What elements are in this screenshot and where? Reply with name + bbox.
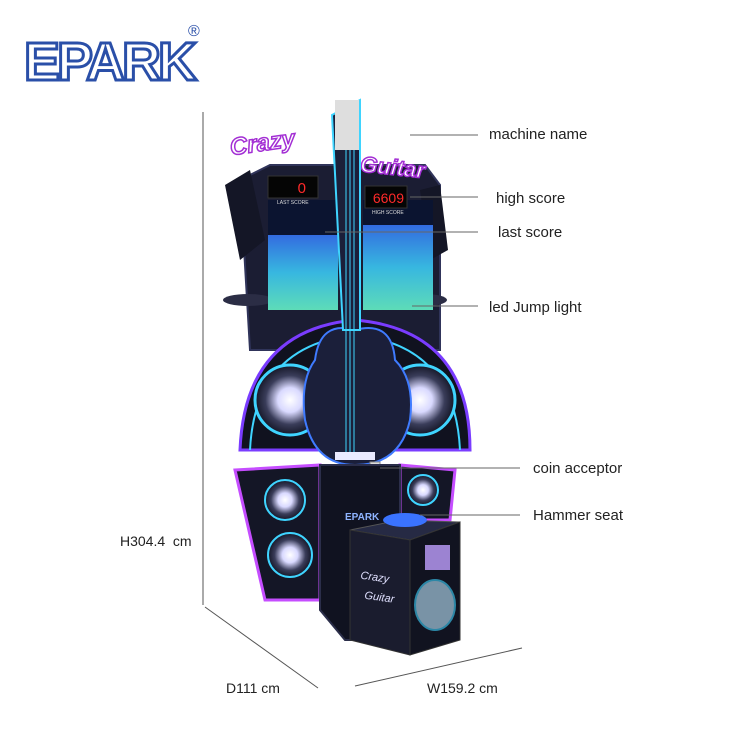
guitar-bridge-lights xyxy=(335,452,375,460)
brand-logo: EPARK ® xyxy=(20,18,205,98)
width-line xyxy=(354,647,523,687)
high-score-caption: HIGH SCORE xyxy=(372,210,404,216)
cymbal-left xyxy=(223,294,273,306)
last-score-value: 0 xyxy=(298,180,306,197)
guitar-headstock xyxy=(335,100,359,150)
depth-dimension-label: D111 cm xyxy=(226,680,280,696)
dimension-lines xyxy=(202,112,523,689)
registered-mark: ® xyxy=(188,23,200,40)
speaker-cabinet-left xyxy=(233,463,322,602)
pedestal-title-word-2: Guitar xyxy=(364,590,397,606)
guitar-strings xyxy=(345,150,355,455)
brand-logo-graphic: EPARK ® xyxy=(23,23,202,94)
last-score-caption: LAST SCORE xyxy=(277,200,309,206)
callout-machine-name: machine name xyxy=(489,126,588,143)
machine-name-word-1: Crazy xyxy=(228,125,298,161)
hammer-seat xyxy=(383,513,427,527)
callout-high-score: high score xyxy=(496,190,566,207)
speaker-cabinet-right xyxy=(398,463,457,522)
callout-hammer-seat: Hammer seat xyxy=(533,507,624,524)
last-score-display: 0 LAST SCORE xyxy=(267,175,319,206)
hammer-seat-pedestal: Crazy Guitar xyxy=(349,513,461,656)
width-dimension-label: W159.2 cm xyxy=(427,680,498,696)
depth-line xyxy=(204,606,319,689)
brand-logo-text: EPARK xyxy=(24,32,197,92)
callout-coin-acceptor: coin acceptor xyxy=(533,460,623,477)
base-logo: EPARK xyxy=(345,512,380,523)
height-dimension-label: H304.4 cm xyxy=(120,533,192,549)
callout-leader-lines xyxy=(325,134,520,516)
high-score-display: 6609 HIGH SCORE xyxy=(364,185,408,216)
led-jump-light xyxy=(268,200,433,310)
silhouette-left xyxy=(225,170,265,260)
pedestal-title-word-1: Crazy xyxy=(360,570,392,586)
callout-last-score: last score xyxy=(498,224,563,241)
callout-led-jump-light: led Jump light xyxy=(489,299,582,316)
high-score-value: 6609 xyxy=(373,190,404,206)
